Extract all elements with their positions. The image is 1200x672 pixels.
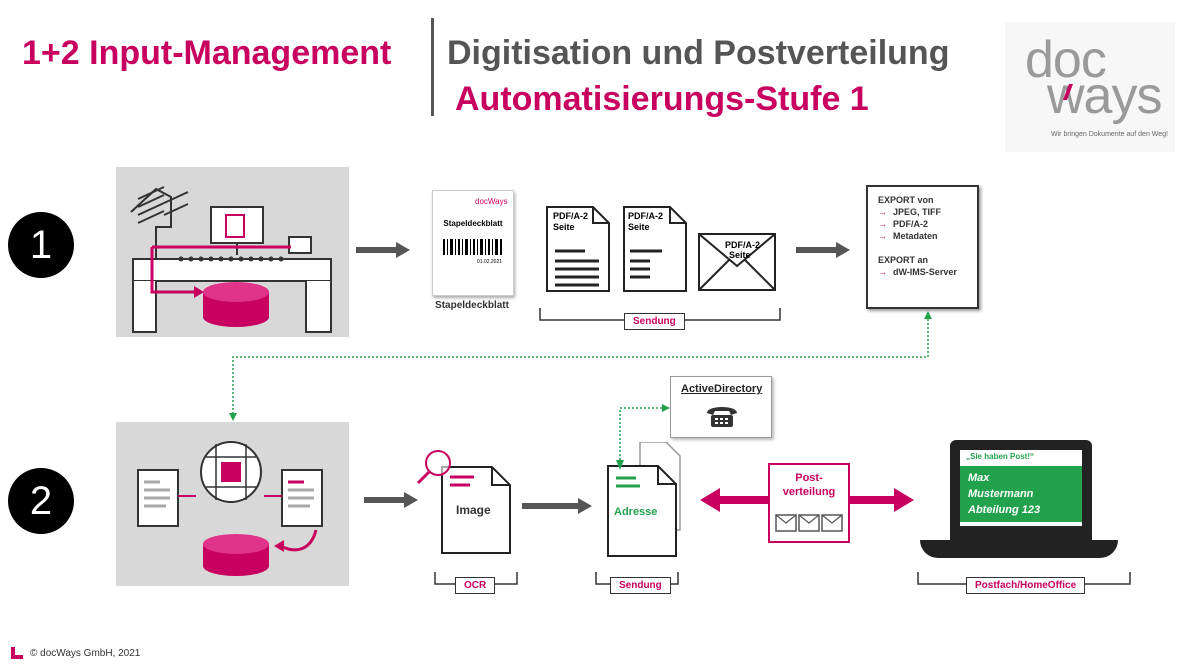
magnifier-icon <box>416 450 451 485</box>
pdf-page-2-type: PDF/A-2 <box>628 211 664 221</box>
pdf-page-2: PDF/A-2 Seite <box>622 205 688 298</box>
envelope: PDF/A-2 Seite <box>697 232 777 297</box>
envelope-icon <box>698 233 776 291</box>
export-item: → PDF/A-2 <box>878 219 928 229</box>
scanner-illustration-icon <box>130 186 332 333</box>
export-heading-to: EXPORT an <box>878 255 929 265</box>
arrow-right-icon: → <box>878 219 887 229</box>
dotted-connector <box>616 404 670 470</box>
cover-sheet-brand: docWays <box>475 197 508 206</box>
pdf-page-1-type: PDF/A-2 <box>553 211 589 221</box>
document-icon <box>441 466 511 554</box>
pdf-page-1: PDF/A-2 Seite <box>545 205 611 298</box>
ai-brain-illustration-icon <box>137 441 323 576</box>
document-icon <box>623 206 687 292</box>
logo-doc-text: doc <box>1025 31 1107 89</box>
arrow-right-icon <box>796 242 850 258</box>
title-divider <box>431 18 434 116</box>
postfach-label: Postfach/HomeOffice <box>966 577 1086 594</box>
ai-processing-panel <box>116 422 349 586</box>
logo-accent-mark <box>1063 84 1073 100</box>
stacked-documents-icon <box>607 441 681 557</box>
recipient-line: Mustermann <box>968 488 1034 500</box>
arrow-right-icon: → <box>878 267 887 277</box>
cover-sheet-caption: Stapeldeckblatt <box>435 300 509 311</box>
sendung-label-row1: Sendung <box>624 313 685 330</box>
export-item-label: dW-IMS-Server <box>893 267 957 277</box>
arrow-right-icon <box>522 498 592 514</box>
sendung-label-row2: Sendung <box>610 577 671 594</box>
laptop-base <box>920 540 1118 558</box>
ocr-label: OCR <box>455 577 496 594</box>
export-item-label: Metadaten <box>893 231 938 241</box>
cover-sheet-date: 01.02.2021 <box>477 259 503 265</box>
telephone-icon <box>707 407 737 427</box>
corner-logo-icon <box>11 647 23 659</box>
cover-sheet-title: Stapeldeckblatt <box>443 219 503 228</box>
scanner-panel <box>116 167 349 337</box>
image-document-label: Image <box>456 503 491 517</box>
arrow-right-icon <box>364 492 418 508</box>
barcode-icon <box>443 239 502 255</box>
envelopes-icon <box>775 514 843 532</box>
cover-sheet: docWays Stapeldeckblatt 01.02.2021 <box>432 190 514 296</box>
address-document: Adresse <box>606 441 682 565</box>
arrow-right-icon <box>356 242 410 258</box>
recipient-line: Abteilung 123 <box>968 504 1041 516</box>
export-item: → dW-IMS-Server <box>878 267 957 277</box>
address-document-label: Adresse <box>614 506 658 518</box>
active-directory-label: ActiveDirectory <box>681 383 763 395</box>
export-heading-from: EXPORT von <box>878 195 934 205</box>
laptop: „Sie haben Post!“ Max Mustermann Abteilu… <box>950 440 1092 540</box>
step-2-badge: 2 <box>8 468 74 534</box>
recipient-line: Max <box>968 472 990 484</box>
step-1-badge: 1 <box>8 212 74 278</box>
document-icon <box>546 206 610 292</box>
pdf-page-1-sub: Seite <box>553 222 575 232</box>
arrow-right-icon: → <box>878 231 887 241</box>
arrow-right-icon: → <box>878 207 887 217</box>
page-title: 1+2 Input-Management <box>22 34 392 72</box>
laptop-screen: „Sie haben Post!“ Max Mustermann Abteilu… <box>960 450 1082 526</box>
envelope-type: PDF/A-2 <box>725 240 761 250</box>
logo-tagline: Wir bringen Dokumente auf den Weg! <box>1051 131 1168 138</box>
export-item: → Metadaten <box>878 231 938 241</box>
page-subtitle: Digitisation und Postverteilung <box>447 34 950 72</box>
dotted-connector <box>229 311 932 421</box>
notification-message: Max Mustermann Abteilung 123 <box>960 466 1082 522</box>
notification-banner: „Sie haben Post!“ <box>960 450 1082 464</box>
active-directory-box: ActiveDirectory <box>670 376 772 438</box>
stage-title: Automatisierungs-Stufe 1 <box>455 80 869 118</box>
image-document: Image <box>440 465 512 560</box>
export-item: → JPEG, TIFF <box>878 207 941 217</box>
envelope-sub: Seite <box>729 250 751 260</box>
post-distribution-label: Post- verteilung <box>782 472 836 498</box>
export-item-label: JPEG, TIFF <box>893 207 942 217</box>
docways-logo: doc ways Wir bringen Dokumente auf den W… <box>1005 22 1175 152</box>
export-item-label: PDF/A-2 <box>893 219 929 229</box>
post-distribution-box: Post- verteilung <box>768 463 850 543</box>
export-box: EXPORT von → JPEG, TIFF → PDF/A-2 → Metadat… <box>866 185 979 309</box>
pdf-page-2-sub: Seite <box>628 222 650 232</box>
footer-copyright: © docWays GmbH, 2021 <box>30 648 141 659</box>
